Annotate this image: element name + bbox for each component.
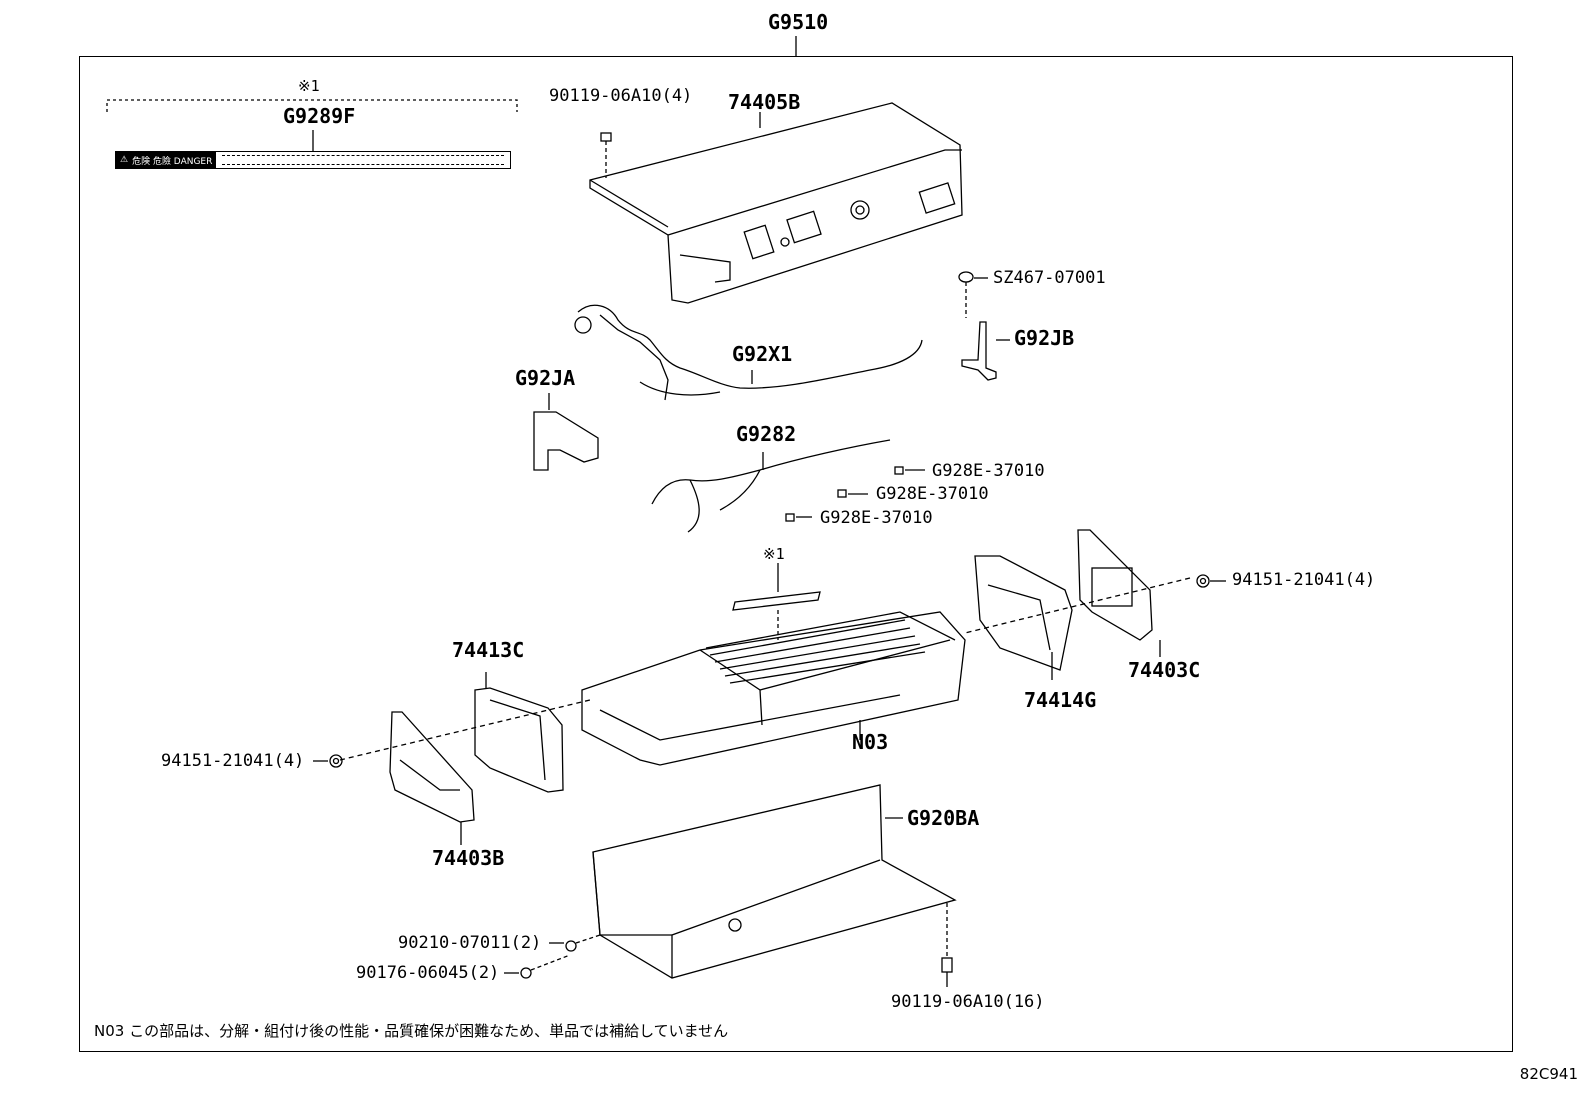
clamp-sz467 <box>958 271 988 318</box>
left-nut-axis <box>339 699 591 761</box>
label-cover-g: 74414G <box>1024 688 1097 712</box>
cover-74414g <box>974 555 1073 680</box>
nut-right <box>1196 574 1226 588</box>
label-fuse-1: G928E-37010 <box>932 461 1045 481</box>
label-bottom-bolt: 90119-06A10(16) <box>891 992 1045 1012</box>
sticker-bracket <box>106 99 518 112</box>
label-top-bolt: 90119-06A10(4) <box>549 86 693 106</box>
bracket-g92jb <box>961 321 1010 381</box>
plate-74413c <box>474 672 564 793</box>
battery-n03 <box>581 611 966 766</box>
label-washer: 90210-07011(2) <box>398 933 542 953</box>
diagram-code: 82C941 <box>1519 1065 1578 1083</box>
label-nut-right: 94151-21041(4) <box>1232 570 1376 590</box>
bracket-g92ja <box>533 393 599 471</box>
sticker-bracket-mark: ※1 <box>298 77 320 95</box>
label-center-mark: ※1 <box>763 545 785 563</box>
harness-g9282 <box>651 439 891 533</box>
label-clamp: SZ467-07001 <box>993 268 1106 288</box>
washer <box>549 934 601 952</box>
top-bolt <box>600 132 612 178</box>
right-nut-axis <box>964 577 1191 634</box>
small-bolt <box>504 954 571 979</box>
bracket-74403c <box>1077 529 1161 657</box>
nut-left <box>313 754 343 768</box>
sticker-label: G9289F <box>283 104 356 128</box>
sticker-dash <box>222 155 504 165</box>
bracket-74403b <box>389 711 475 845</box>
footnote: N03 この部品は、分解・組付け後の性能・品質確保が困難なため、単品では補給して… <box>94 1022 729 1040</box>
label-fuse-3: G928E-37010 <box>820 508 933 528</box>
upper-cover-74405b <box>589 102 963 304</box>
label-upper-cover: 74405B <box>728 90 801 114</box>
label-fuse-2: G928E-37010 <box>876 484 989 504</box>
label-small-bolt: 90176-06045(2) <box>356 963 500 983</box>
label-wire-82: G9282 <box>736 422 797 446</box>
fuse-1 <box>894 466 925 475</box>
label-bracket-b: 74403B <box>432 846 505 870</box>
fuse-3 <box>785 513 812 522</box>
harness-g92x1 <box>574 304 923 401</box>
label-wire-x1: G92X1 <box>732 342 793 366</box>
label-bracket-ja: G92JA <box>515 366 576 390</box>
assembly-label: G9510 <box>768 10 829 34</box>
label-battery: N03 <box>852 730 889 754</box>
label-plate-c: 74413C <box>452 638 525 662</box>
bottom-bolt <box>941 903 953 987</box>
lower-tray-g920ba <box>592 784 957 979</box>
assembly-frame <box>79 56 1513 1052</box>
sticker-text: 危険 危險 DANGER <box>132 156 213 167</box>
label-nut-left: 94151-21041(4) <box>161 751 305 771</box>
fuse-2 <box>837 489 868 498</box>
label-lower-tray: G920BA <box>907 806 980 830</box>
label-bracket-jb: G92JB <box>1014 326 1075 350</box>
label-bracket-c: 74403C <box>1128 658 1201 682</box>
danger-sticker: ⚠ 危険 危險 DANGER <box>115 151 511 169</box>
warning-icon: ⚠ <box>120 155 129 165</box>
